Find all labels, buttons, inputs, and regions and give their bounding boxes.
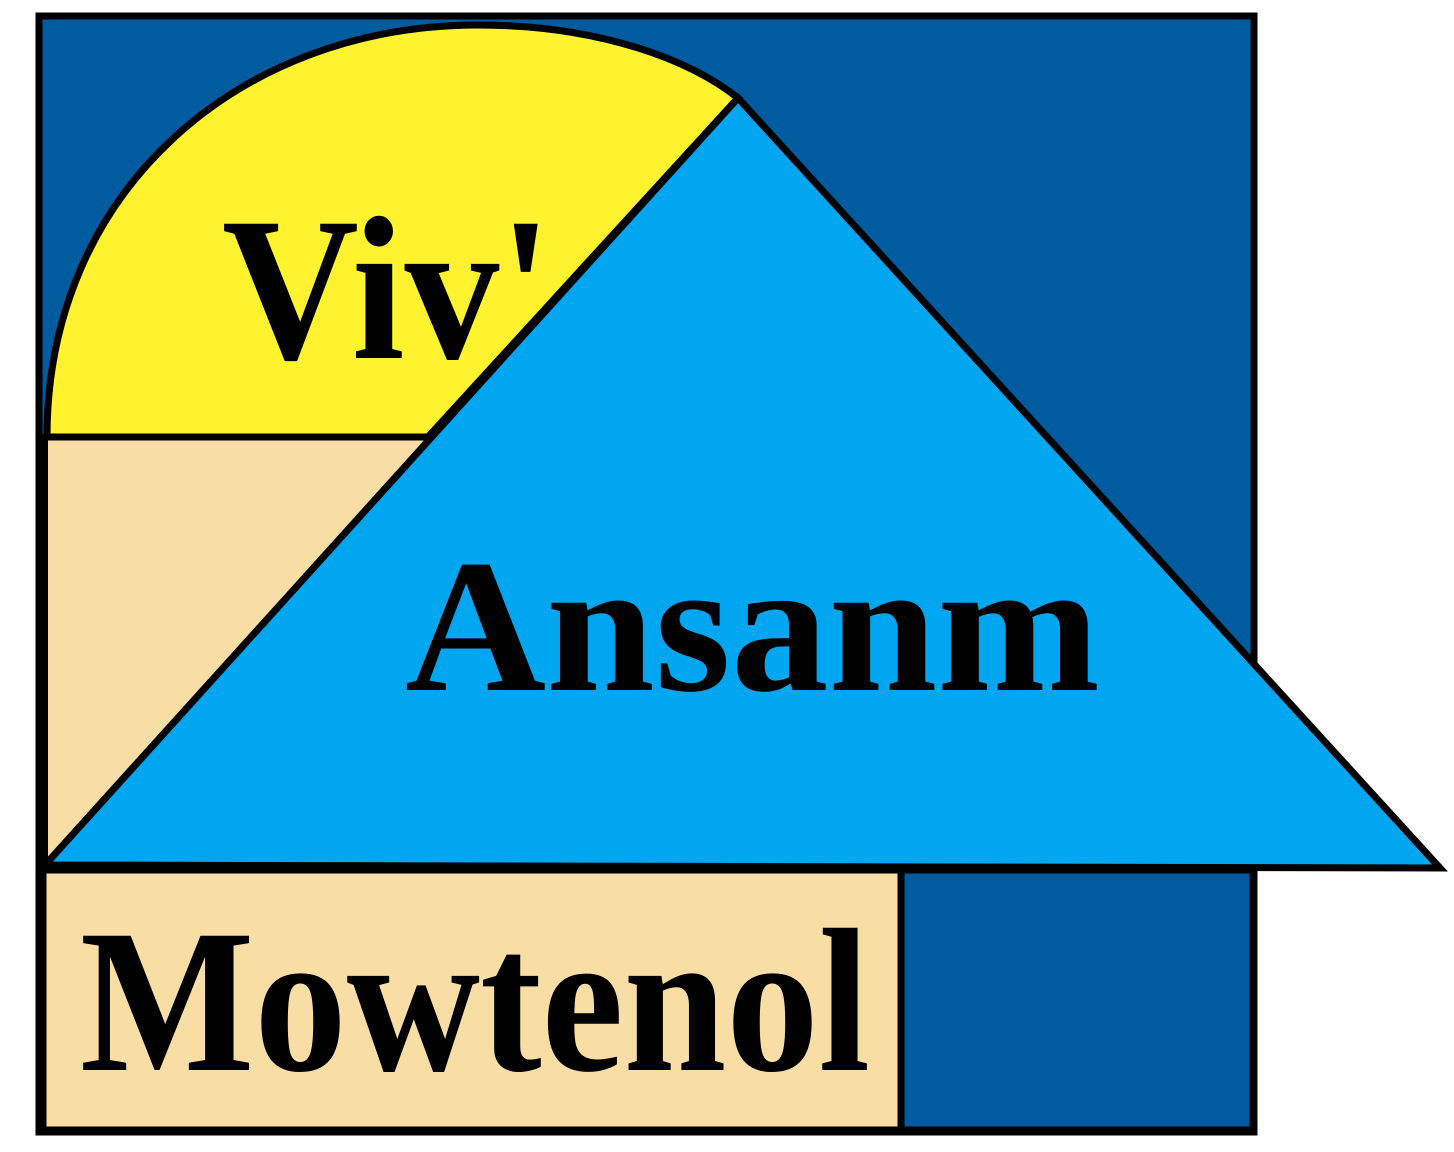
logo-text-mowtenol: Mowtenol — [80, 888, 870, 1115]
logo-text-viv: Viv' — [222, 176, 552, 403]
beige-bottom-panel — [39, 866, 905, 1134]
logo-text-ansanm: Ansanm — [405, 522, 1100, 732]
light-blue-triangle — [37, 92, 1448, 872]
dark-blue-bottom-panel — [897, 866, 1257, 1134]
yellow-dome — [43, 21, 744, 441]
